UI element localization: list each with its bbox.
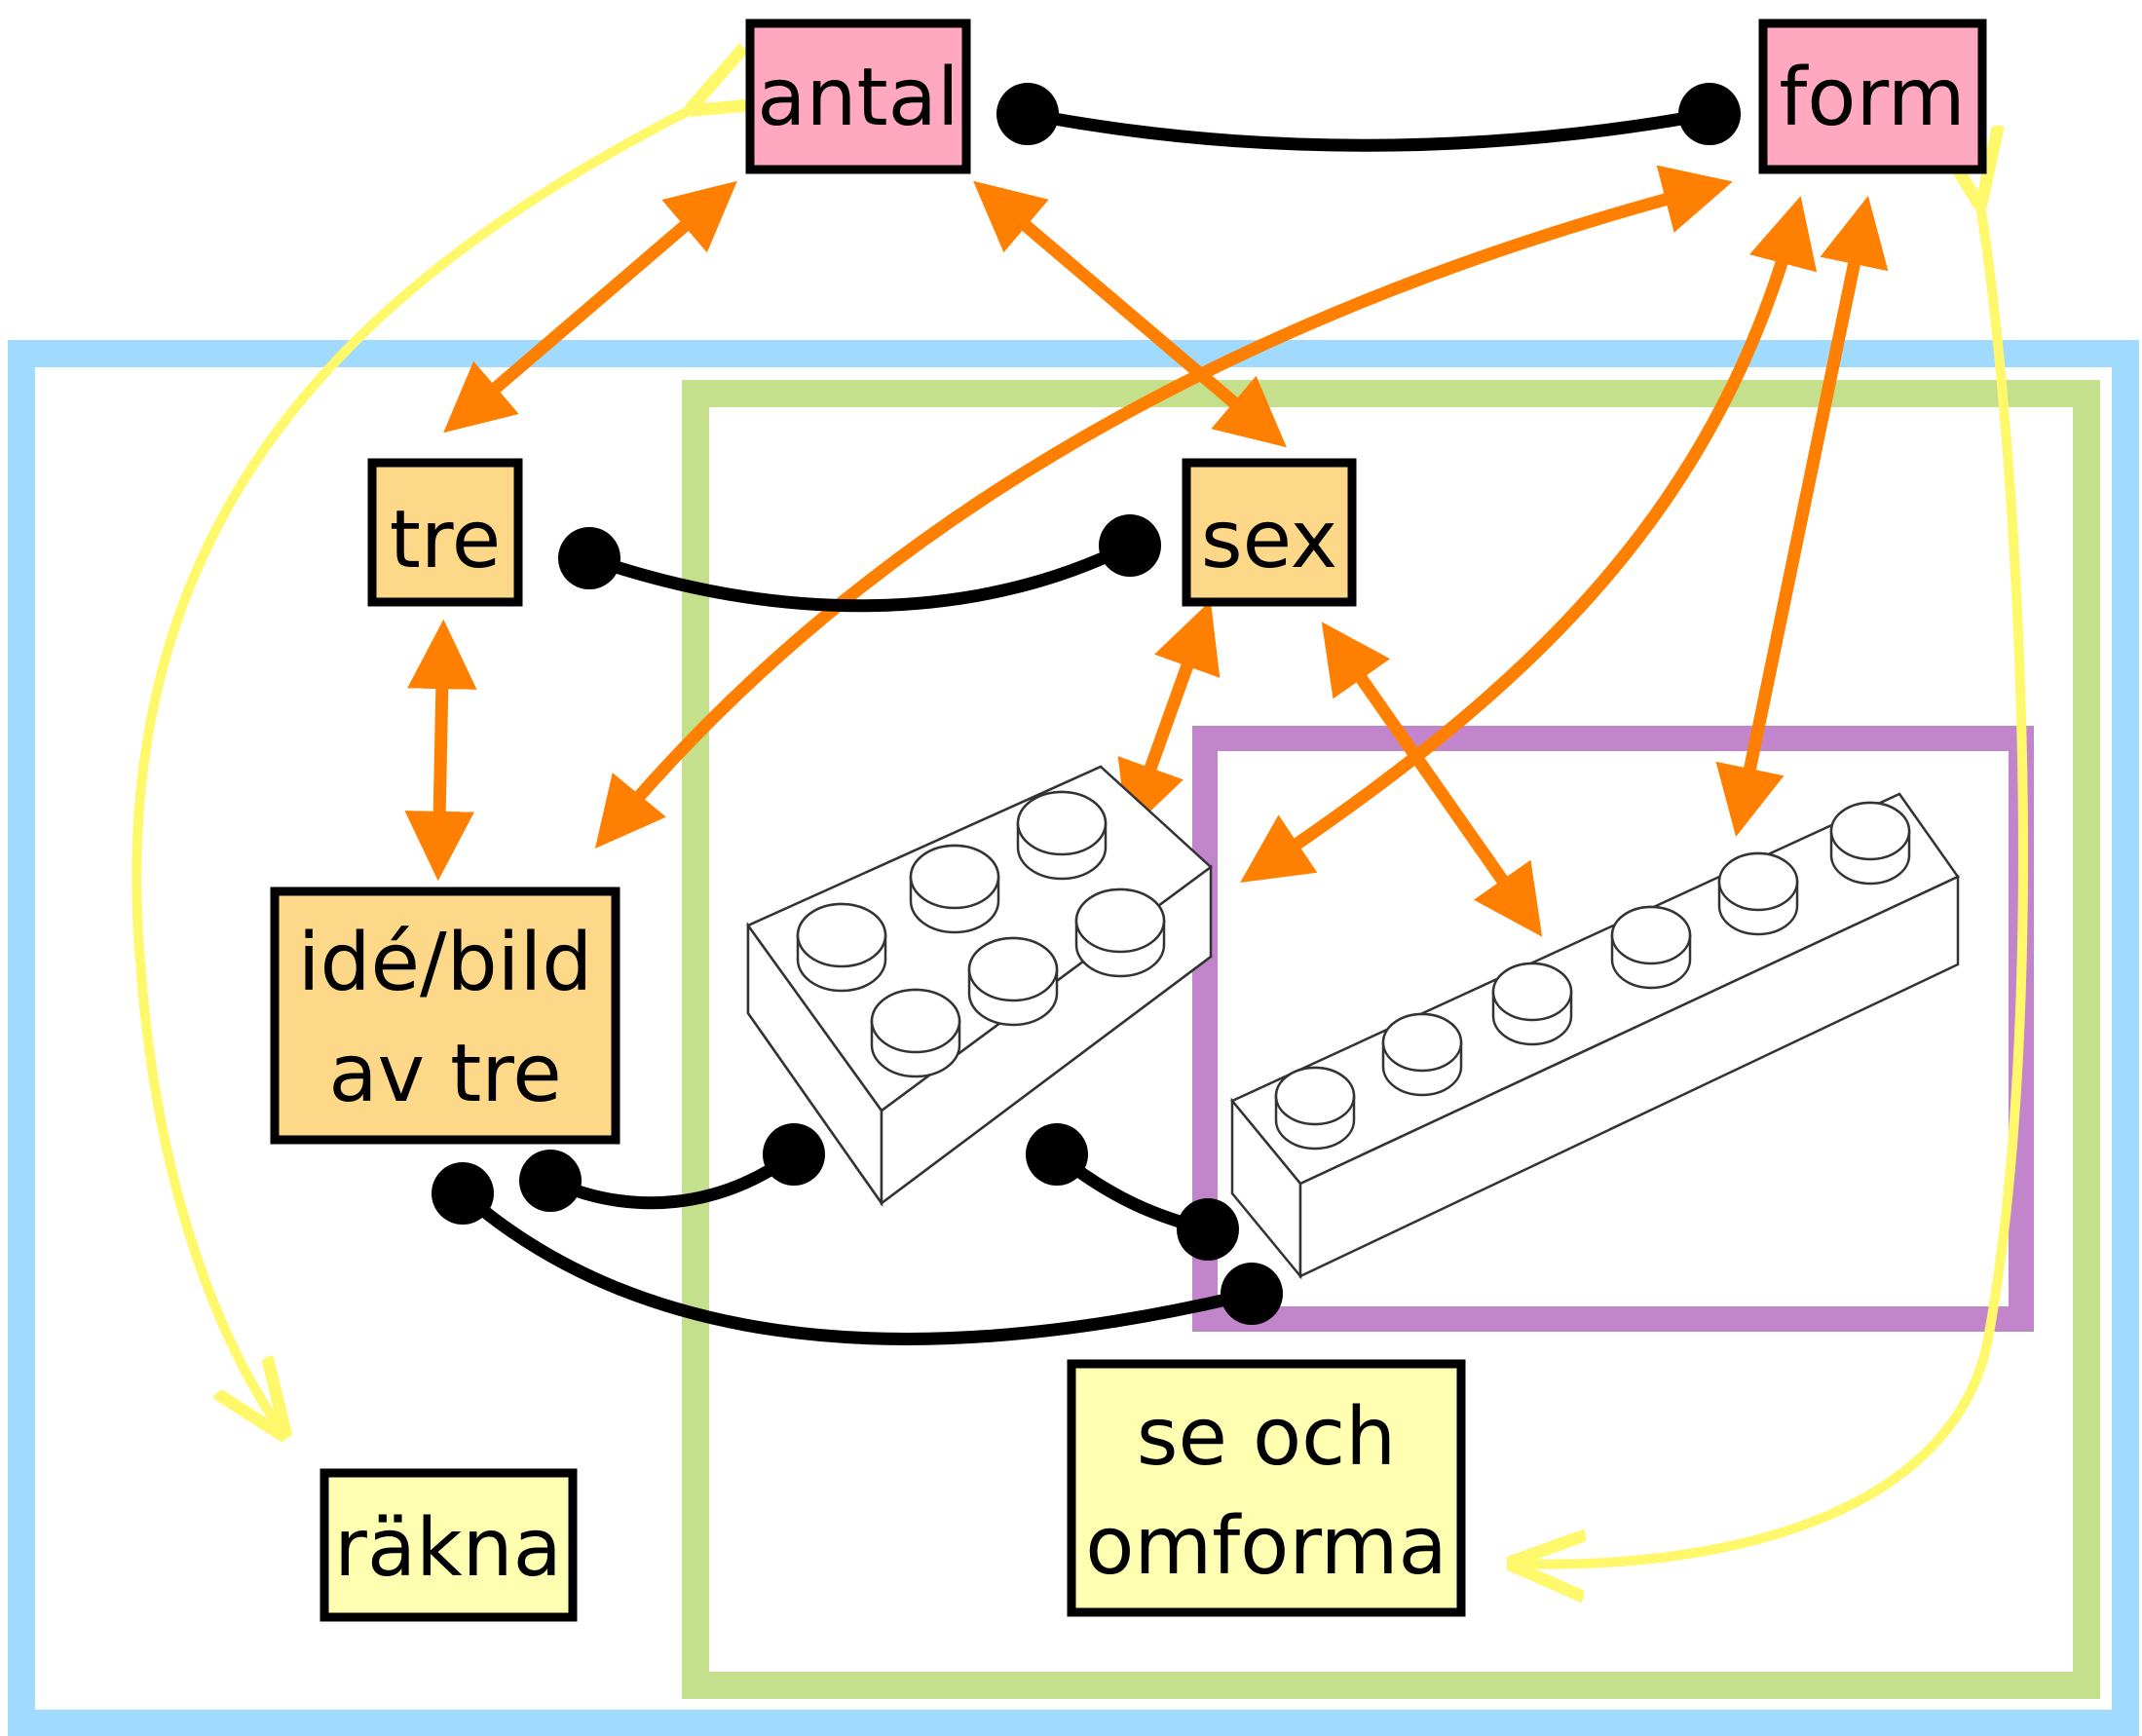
connector-ide-brick6 bbox=[432, 1162, 1283, 1345]
arrow-tre-ide bbox=[404, 619, 477, 882]
rakna-label: räkna bbox=[334, 1502, 562, 1595]
connector-tre-sex bbox=[558, 514, 1161, 613]
form-label: form bbox=[1779, 52, 1965, 144]
rakna-box: räkna bbox=[319, 1468, 578, 1622]
ide-bild-box: idé/bild av tre bbox=[270, 887, 620, 1145]
form-box: form bbox=[1758, 19, 1987, 174]
connector-brick3-brick6 bbox=[1026, 1123, 1239, 1261]
arrow-sex-brick3 bbox=[1117, 600, 1221, 834]
se-och-line1: se och bbox=[1137, 1391, 1396, 1484]
arrow-sex-brick6 bbox=[1321, 622, 1543, 937]
arrow-form-brick6 bbox=[1715, 195, 1889, 838]
ide-bild-line1: idé/bild bbox=[298, 917, 593, 1009]
connector-ide-brick3 bbox=[519, 1123, 825, 1212]
se-och-line2: omforma bbox=[1085, 1500, 1447, 1593]
antal-label: antal bbox=[757, 52, 958, 144]
lego-brick-1x6-icon bbox=[1230, 792, 1960, 1280]
lego-brick-2x3-icon bbox=[746, 765, 1213, 1207]
tre-box: tre bbox=[367, 458, 523, 607]
antal-box: antal bbox=[745, 19, 971, 174]
connector-antal-form bbox=[996, 83, 1741, 152]
sex-box: sex bbox=[1182, 458, 1357, 607]
yellow-arrow-left bbox=[132, 107, 695, 1432]
se-och-omforma-box: se och omforma bbox=[1067, 1359, 1466, 1617]
tre-label: tre bbox=[390, 494, 502, 586]
ide-bild-line2: av tre bbox=[328, 1028, 561, 1120]
sex-label: sex bbox=[1201, 494, 1337, 586]
yellow-arrow-right bbox=[1515, 200, 2028, 1565]
